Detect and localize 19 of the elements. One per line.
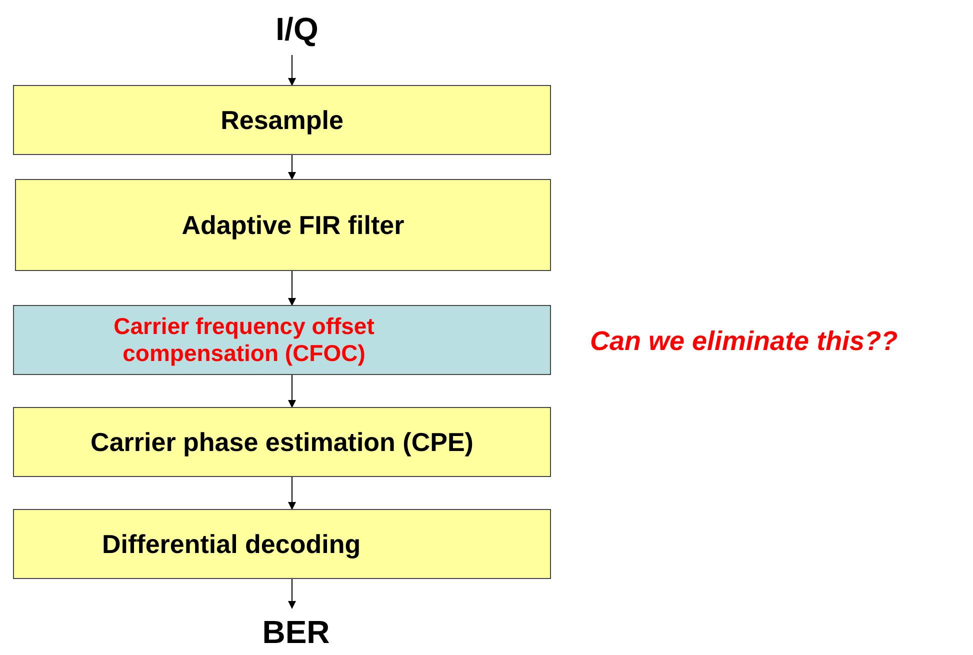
box-label: Carrier phase estimation (CPE) xyxy=(90,426,474,458)
arrow xyxy=(288,154,296,180)
output-label: BER xyxy=(262,614,330,651)
arrow xyxy=(288,374,296,408)
process-box xyxy=(13,85,551,155)
box-label: Adaptive FIR filter xyxy=(182,210,404,240)
arrow xyxy=(288,270,296,306)
arrow xyxy=(288,54,296,86)
process-box xyxy=(13,407,551,477)
box-label: Differential decoding xyxy=(102,528,361,560)
process-box xyxy=(13,305,551,375)
arrow xyxy=(288,578,296,609)
box-label: Carrier frequency offset compensation (CFOC) xyxy=(112,313,376,367)
process-box xyxy=(15,179,551,271)
annotation-text: Can we eliminate this?? xyxy=(590,326,898,357)
box-label: Resample xyxy=(220,104,344,136)
arrow xyxy=(288,476,296,510)
process-box xyxy=(13,509,551,579)
input-label: I/Q xyxy=(276,10,318,48)
